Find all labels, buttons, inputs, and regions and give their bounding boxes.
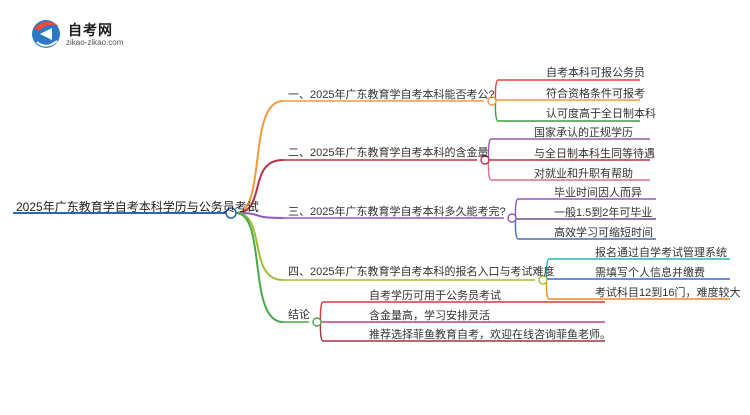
leaf-2-2: 与全日制本科生同等待遇 [534, 148, 655, 160]
logo-icon [32, 20, 60, 48]
branch-5-connector [235, 212, 284, 323]
branch-2-label: 二、2025年广东教育学自考本科的含金量 [288, 147, 489, 159]
leaf-3-1: 毕业时间因人而异 [554, 187, 642, 199]
leaf-1-1-connector [494, 79, 499, 102]
branch-5-node [312, 317, 322, 327]
leaf-5-1-connector [319, 301, 324, 323]
leaf-5-1: 自考学历可用于公务员考试 [369, 290, 501, 302]
leaf-2-1-connector [487, 138, 492, 161]
branch-3-node [507, 213, 517, 223]
branch-1-connector [235, 100, 284, 214]
branch-3-label: 三、2025年广东教育学自考本科多久能考完? [288, 206, 506, 218]
leaf-3-2: 一般1.5到2年可毕业 [554, 207, 653, 219]
branch-4-label: 四、2025年广东教育学自考本科的报名入口与考试难度 [288, 266, 555, 278]
branch-1-label: 一、2025年广东教育学自考本科能否考公? [288, 89, 495, 101]
leaf-1-3-connector [494, 100, 499, 122]
root-topic: 2025年广东教育学自考本科学历与公务员考试 [16, 200, 259, 214]
branch-2-node [480, 155, 490, 165]
leaf-2-3: 对就业和升职有帮助 [534, 168, 633, 180]
leaf-4-3-connector [545, 279, 550, 300]
branch-2-connector [235, 159, 284, 214]
leaf-1-1: 自考本科可报公务员 [546, 67, 645, 79]
leaf-5-3: 推荐选择菲鱼教育自考，欢迎在线咨询菲鱼老师。 [369, 329, 611, 341]
leaf-1-2: 符合资格条件可报考 [546, 88, 645, 100]
leaf-4-3: 考试科目12到16门，难度较大 [595, 287, 741, 299]
branch-4-connector [235, 212, 284, 281]
leaf-3-3-connector [514, 217, 519, 240]
branch-4-node [538, 275, 548, 285]
leaf-1-3: 认可度高于全日制本科 [546, 108, 656, 120]
leaf-3-1-connector [514, 198, 519, 219]
leaf-5-3-connector [319, 321, 324, 342]
leaf-4-1: 报名通过自学考试管理系统 [595, 247, 727, 259]
branch-1-node [487, 96, 497, 106]
leaf-3-3: 高效学习可缩短时间 [554, 227, 653, 239]
root-node [225, 207, 237, 219]
logo-title: 自考网 [68, 22, 113, 38]
leaf-2-3-connector [487, 159, 492, 181]
leaf-4-2: 需填写个人信息并缴费 [595, 267, 705, 279]
leaf-2-1: 国家承认的正规学历 [534, 127, 633, 139]
branch-5-label: 结论 [288, 309, 310, 321]
logo-subtitle: zikao-zikao.com [66, 38, 124, 47]
leaf-5-2: 含金量高，学习安排灵活 [369, 310, 490, 322]
branch-3-connector [235, 212, 284, 219]
